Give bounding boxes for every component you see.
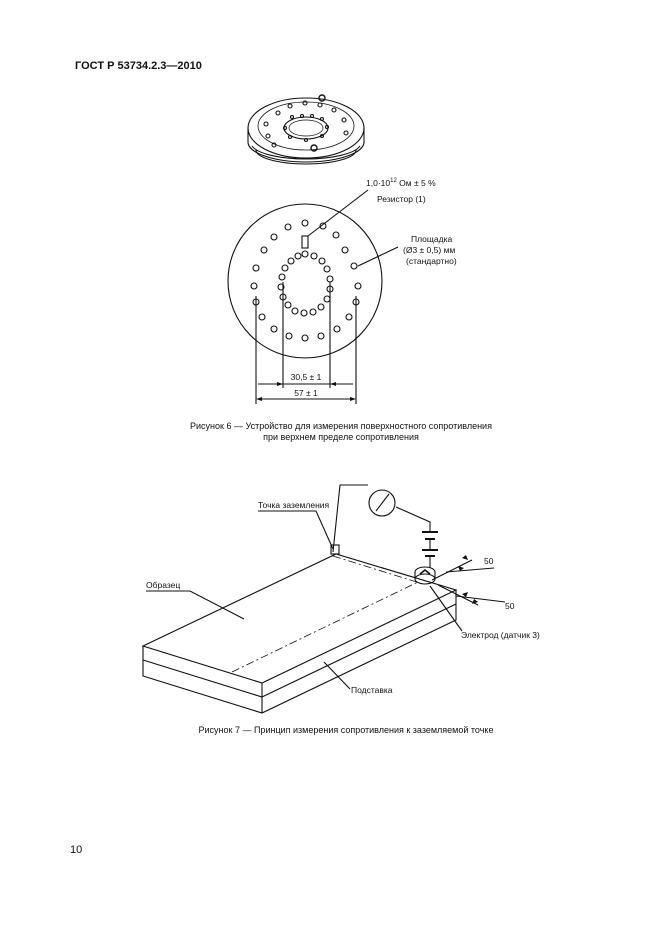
dimension-inner: 30,5 ± 1 [291, 372, 322, 382]
resistor-label: Резистор (1) [377, 194, 426, 204]
dimension-50-a: 50 [484, 556, 494, 566]
sample-top [141, 553, 458, 684]
support-label: Подставка [351, 685, 393, 695]
dimension-outer: 57 ± 1 [294, 388, 318, 398]
resistor-symbol [301, 235, 309, 249]
resistor-value-label: 1,0·1012 Ом ± 5 % [366, 178, 436, 188]
page-number: 10 [70, 844, 83, 856]
dimension-50-b: 50 [505, 601, 515, 611]
pad-label-line3: (стандартно) [406, 256, 457, 266]
ground-point-label: Точка заземления [258, 500, 330, 510]
pad-label-line2: (Ø3 ± 0,5) мм [403, 245, 455, 255]
figure-7-drawing [141, 484, 506, 714]
inner-pad-ring [277, 250, 334, 317]
figure-6-caption: Рисунок 6 — Устройство для измерения пов… [150, 421, 532, 443]
meter-symbol [368, 489, 396, 517]
outer-disc [227, 203, 383, 359]
figure-7-caption: Рисунок 7 — Принцип измерения сопротивле… [198, 725, 494, 735]
figure-6-caption-line2: при верхнем пределе сопротивления [263, 432, 419, 442]
pad-label-line1: Площадка [411, 234, 452, 244]
battery-symbol [422, 531, 438, 557]
sample-label: Образец [146, 580, 180, 590]
outer-pad-ring [250, 219, 362, 342]
perspective-contact-pads [263, 94, 349, 152]
device-plan-view [227, 189, 399, 404]
electrode-label: Электрод (датчик 3) [461, 630, 540, 640]
figure-6-caption-line1: Рисунок 6 — Устройство для измерения пов… [190, 421, 492, 431]
ground-point-marker [330, 544, 340, 555]
device-perspective-view [247, 94, 365, 165]
document-header: ГОСТ Р 53734.2.3—2010 [75, 60, 202, 72]
